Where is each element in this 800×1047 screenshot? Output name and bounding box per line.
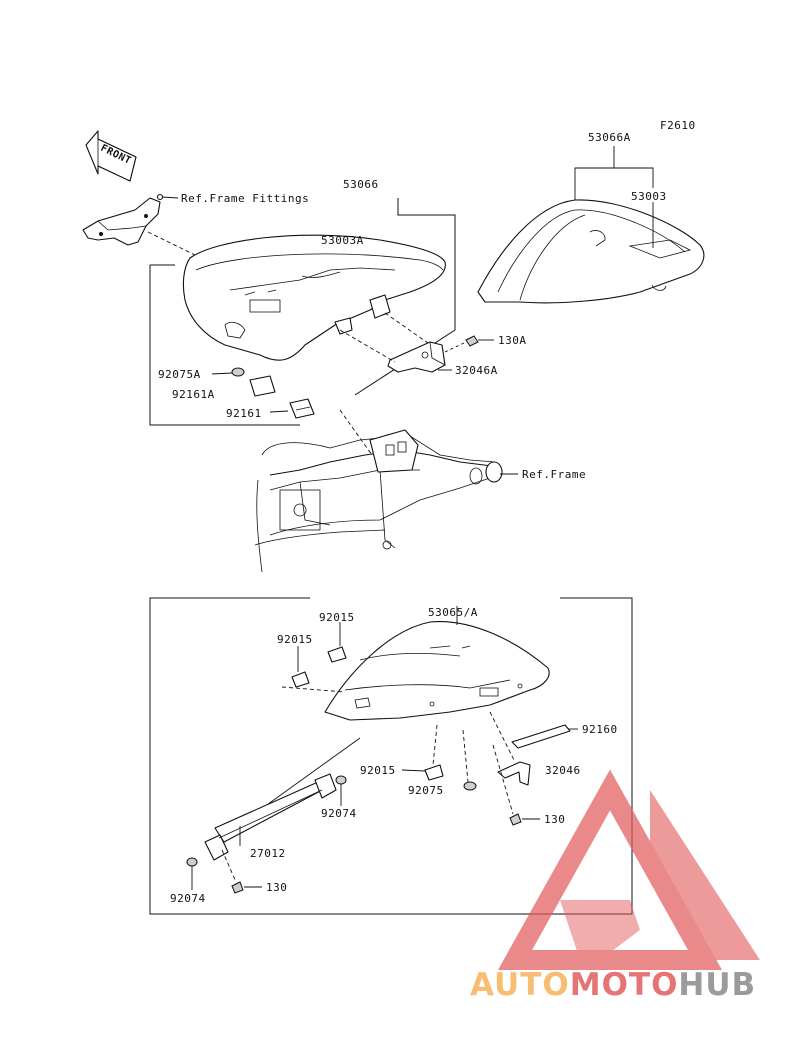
bolt-130-right	[492, 744, 540, 826]
label-92074-right: 92074	[321, 807, 357, 820]
label-130a: 130A	[498, 334, 527, 347]
label-92015-top: 92015	[319, 611, 355, 624]
label-92160: 92160	[582, 723, 618, 736]
label-ref-frame-fittings: Ref.Frame Fittings	[181, 192, 309, 205]
label-27012: 27012	[250, 847, 286, 860]
label-53003a: 53003A	[321, 234, 364, 247]
label-92074-left: 92074	[170, 892, 206, 905]
frame-fitting-bracket	[82, 193, 179, 246]
seat-cover-group-box	[149, 597, 633, 915]
label-92161: 92161	[226, 407, 262, 420]
bracket-32046a	[387, 341, 452, 373]
label-32046a: 32046A	[455, 364, 498, 377]
damper-92074-right	[335, 775, 347, 806]
bolt-130-left	[221, 849, 262, 894]
label-53003: 53003	[631, 190, 667, 203]
damper-92075a	[211, 367, 245, 377]
pad-92161	[269, 398, 315, 419]
label-130-left: 130	[266, 881, 287, 894]
watermark-hub: HUB	[678, 967, 756, 1003]
bracket-32046	[489, 711, 531, 786]
bolt-130a	[444, 335, 494, 353]
rear-seat-cowl	[477, 199, 705, 304]
label-92075a: 92075A	[158, 368, 201, 381]
label-32046: 32046	[545, 764, 581, 777]
watermark-auto: AUTO	[470, 967, 570, 1003]
label-ref-frame: Ref.Frame	[522, 468, 586, 481]
front-seat	[182, 234, 446, 361]
label-92075: 92075	[408, 784, 444, 797]
damper-92075	[462, 729, 477, 791]
front-arrow-icon: FRONT	[85, 130, 137, 182]
damper-92074-left	[186, 857, 198, 890]
hinge-27012	[204, 737, 361, 861]
clip-92015-top	[327, 622, 347, 663]
label-53065a: 53065/A	[428, 606, 478, 619]
automotohub-logo	[497, 769, 760, 970]
label-92161a: 92161A	[172, 388, 215, 401]
clip-92015-left	[281, 646, 346, 693]
clip-92015-bottom	[401, 724, 444, 781]
diagram-code: F2610	[660, 119, 696, 132]
label-92015-bottom: 92015	[360, 764, 396, 777]
watermark-moto: MOTO	[570, 967, 679, 1003]
label-130-right: 130	[544, 813, 565, 826]
pad-92160	[511, 724, 578, 749]
watermark-text: AUTOMOTOHUB	[470, 967, 756, 1003]
label-92015-left: 92015	[277, 633, 313, 646]
pad-92161a	[249, 375, 276, 397]
label-53066: 53066	[343, 178, 379, 191]
label-53066a: 53066A	[588, 131, 631, 144]
single-seat-cover	[324, 620, 550, 721]
rear-frame	[254, 409, 503, 573]
